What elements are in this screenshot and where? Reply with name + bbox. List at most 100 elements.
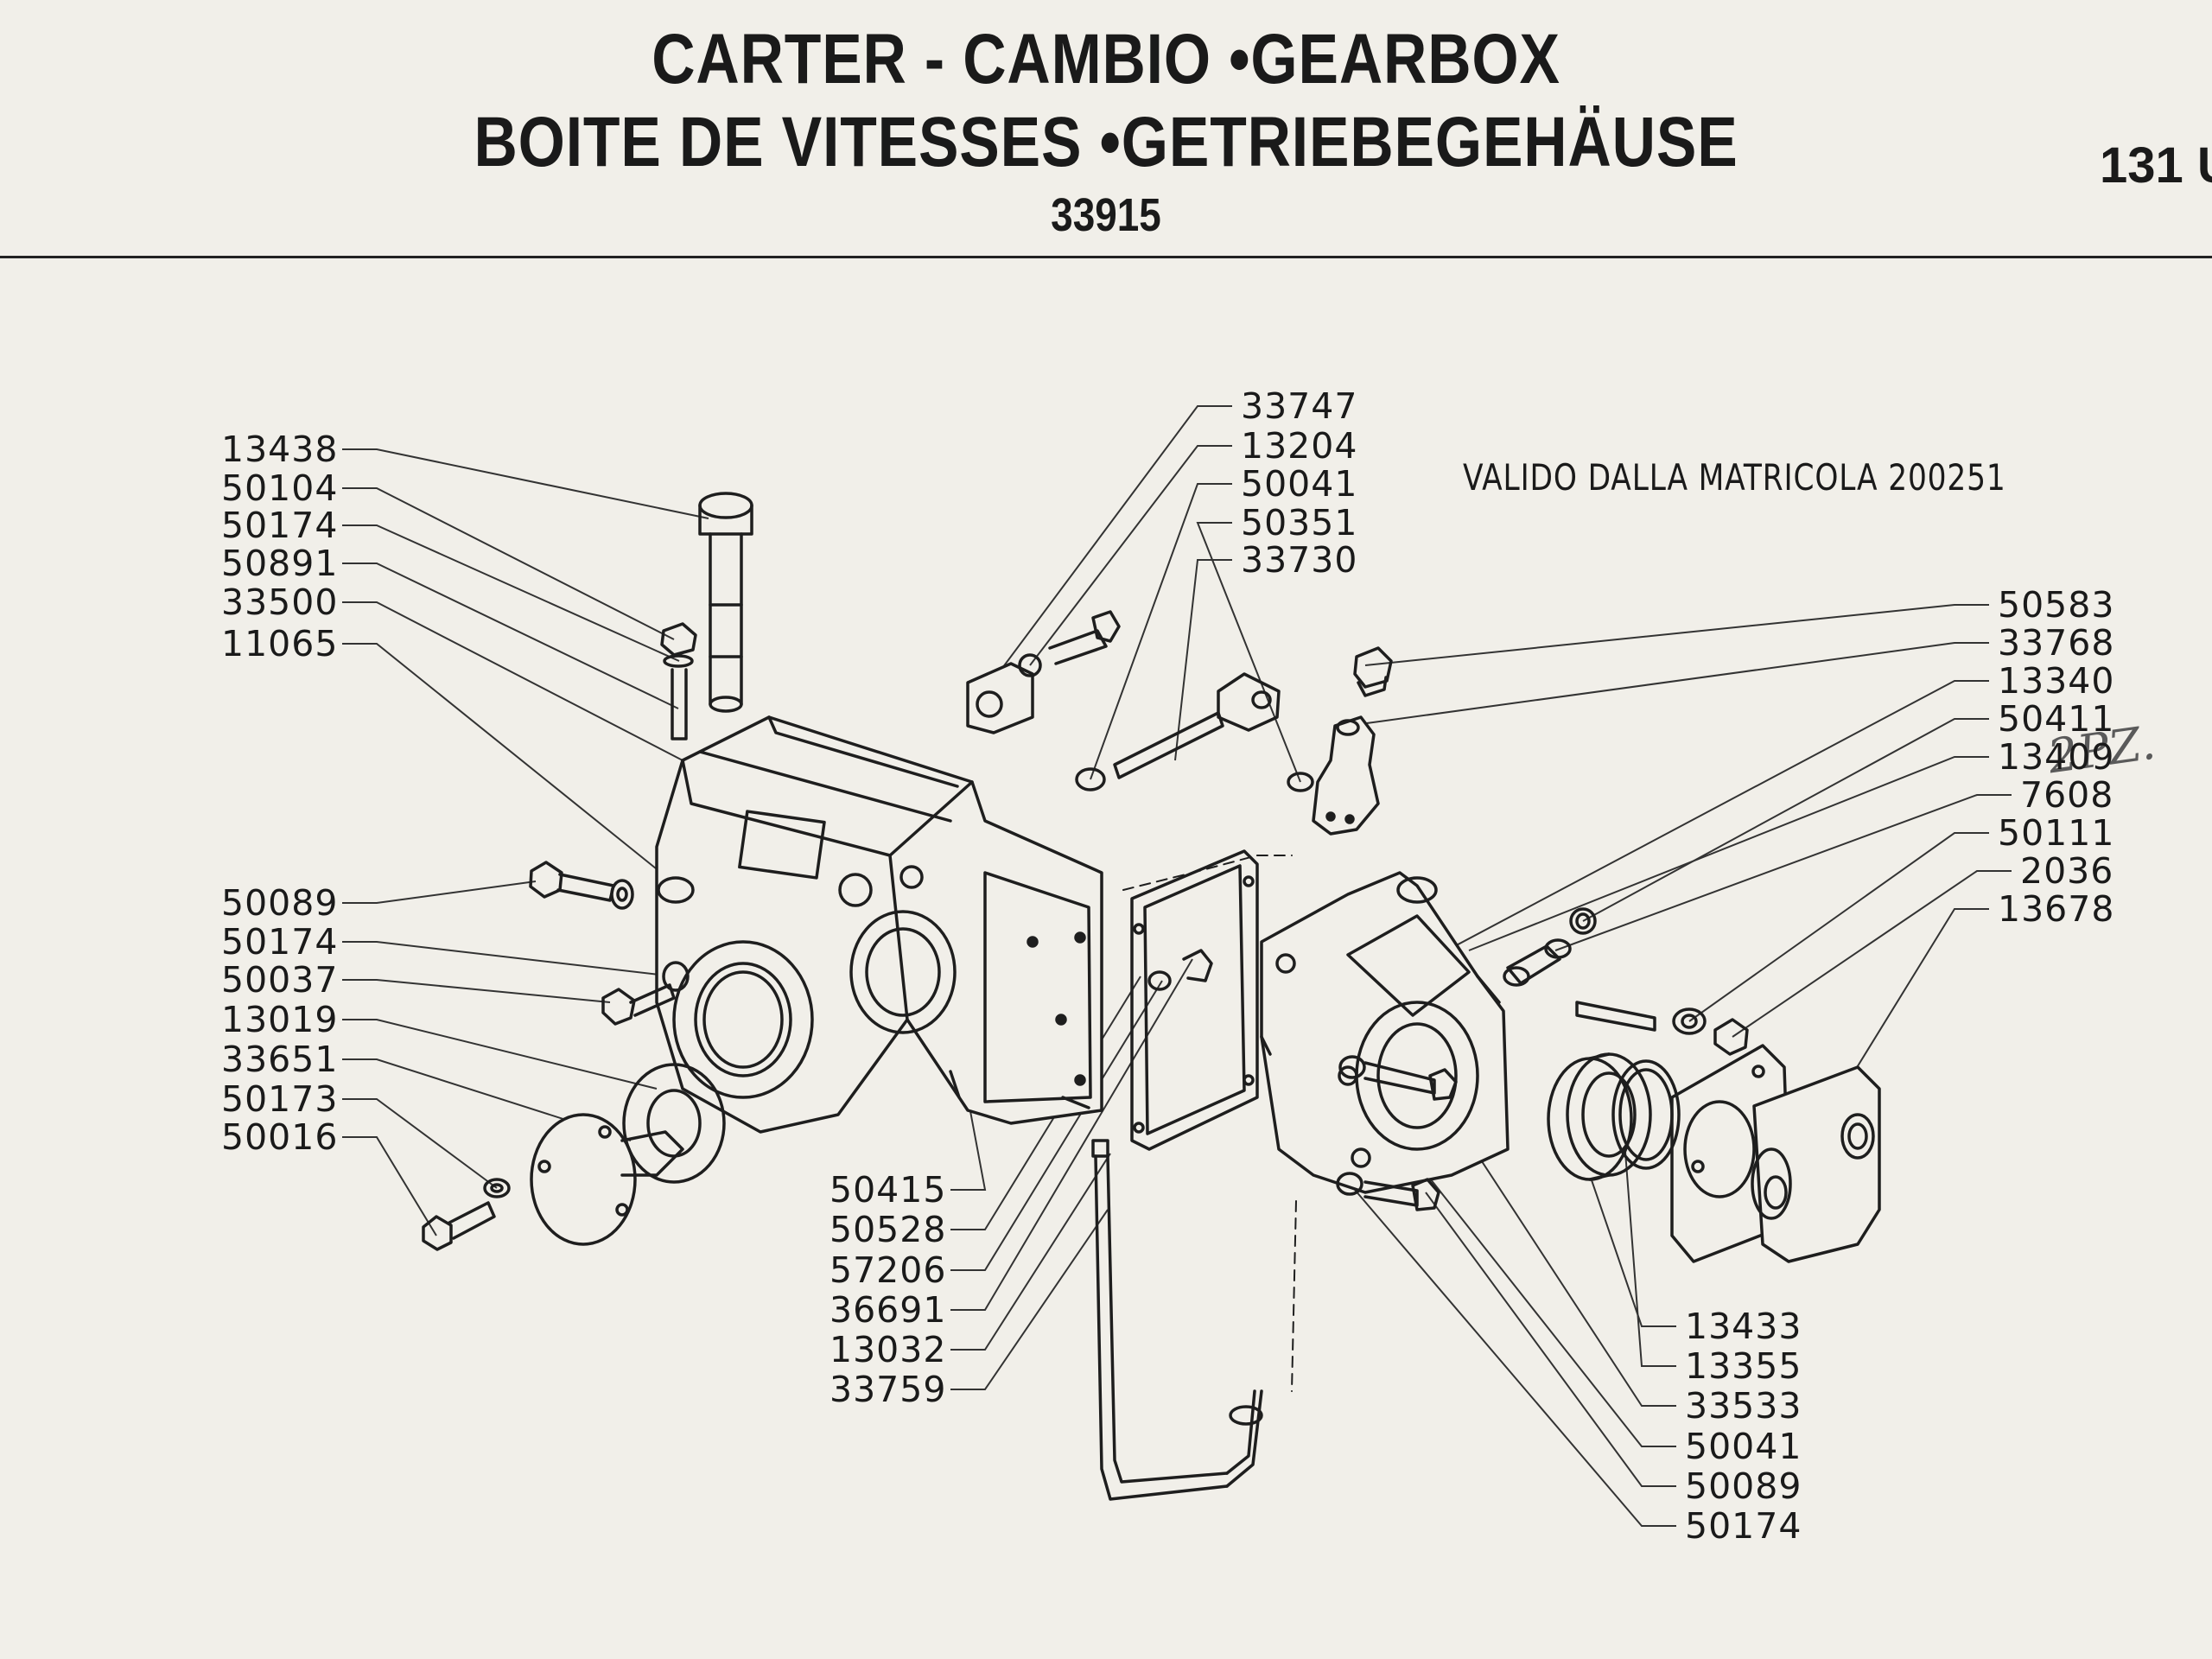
part-label-57206: 57206 (830, 1249, 947, 1291)
leader-line-33651 (342, 1058, 632, 1141)
leader-line-33500 (342, 601, 683, 761)
side-gasket-part (622, 1063, 726, 1184)
validity-note: VALIDO DALLA MATRICOLA 200251 (1463, 456, 2006, 499)
leader-line-13438 (342, 448, 709, 519)
leader-lines (342, 405, 2012, 1527)
left-bolt-part (529, 861, 695, 910)
drawing-code: 33915 (1051, 189, 1161, 241)
part-label-7608: 7608 (2020, 774, 2114, 816)
lever-rod-part (1091, 1139, 1263, 1501)
part-label-13355: 13355 (1685, 1345, 1802, 1387)
part-label-50174: 50174 (221, 505, 339, 546)
leader-line-13409 (1468, 756, 1989, 951)
part-label-50351: 50351 (1241, 502, 1358, 543)
shift-block-part (966, 610, 1121, 734)
leader-line-13340 (1364, 680, 1989, 995)
left-bolt-2-part (601, 961, 690, 1026)
title-line-1: CARTER - CAMBIO •GEARBOX (652, 20, 1560, 99)
leader-line-33730 (1174, 559, 1232, 761)
plug-part (1353, 646, 1393, 697)
rear-cover-part (1751, 1065, 1881, 1263)
part-label-50089: 50089 (221, 882, 339, 924)
part-label-50415: 50415 (830, 1169, 947, 1211)
part-label-50528: 50528 (830, 1209, 947, 1250)
part-label-2036: 2036 (2020, 850, 2114, 892)
leader-line-50891 (342, 563, 679, 709)
leader-line-50089 (342, 880, 537, 904)
part-label-50104: 50104 (221, 467, 339, 509)
leader-line-50111 (1688, 832, 1989, 1022)
leader-line-13678 (1848, 908, 1989, 1081)
shift-rod-part (1075, 672, 1281, 791)
header-divider (0, 256, 2212, 258)
part-label-13433: 13433 (1685, 1306, 1802, 1347)
leader-line-50415 (950, 1096, 987, 1191)
stud-nut-part (660, 622, 697, 741)
part-label-36691: 36691 (830, 1289, 947, 1331)
part-label-50111: 50111 (1998, 812, 2115, 854)
leader-line-13204 (1029, 445, 1232, 666)
long-stud-part (1575, 1001, 1749, 1056)
part-label-13019: 13019 (221, 999, 339, 1040)
rear-bolt-lower-part (1336, 1172, 1440, 1211)
part-label-50174: 50174 (221, 921, 339, 963)
leader-line-50041 (1351, 1079, 1676, 1447)
leader-line-50583 (1364, 604, 1989, 666)
part-label-50041: 50041 (1241, 463, 1358, 505)
part-label-33500: 33500 (221, 582, 339, 623)
part-label-33768: 33768 (1998, 622, 2115, 664)
leader-line-13032 (950, 1153, 1111, 1351)
part-label-33651: 33651 (221, 1039, 339, 1080)
part-label-13678: 13678 (1998, 888, 2115, 930)
part-label-50583: 50583 (1998, 584, 2115, 626)
cover-gasket-part (1130, 849, 1259, 1151)
part-label-50891: 50891 (221, 543, 339, 584)
part-label-13409: 13409 (1998, 736, 2115, 778)
leader-line-50351 (1196, 522, 1301, 783)
leader-line-50173 (342, 1098, 498, 1189)
shift-fork-part (1287, 715, 1380, 836)
leader-line-50041 (1090, 483, 1232, 780)
leader-line-13433 (1589, 1174, 1676, 1327)
part-label-50041: 50041 (1685, 1426, 1802, 1467)
part-label-33759: 33759 (830, 1369, 947, 1410)
leader-line-50104 (342, 487, 675, 640)
leader-line-13019 (342, 1019, 658, 1090)
breather-tube-part (698, 492, 753, 713)
part-label-13438: 13438 (221, 429, 339, 470)
part-label-50089: 50089 (1685, 1465, 1802, 1507)
leader-line-33747 (984, 405, 1232, 692)
center-bolt-part (1147, 949, 1213, 991)
leader-line-33759 (950, 1209, 1109, 1390)
leader-line-50411 (1582, 718, 1989, 922)
part-label-50016: 50016 (221, 1116, 339, 1158)
part-label-11065: 11065 (221, 623, 339, 664)
leader-line-36691 (950, 958, 1193, 1311)
gearbox-parts (422, 492, 1881, 1501)
leader-line-13355 (1624, 1140, 1676, 1367)
pin-part (1503, 907, 1597, 987)
bearing-part (1547, 1052, 1652, 1181)
bottom-left-bolt-part (422, 1178, 511, 1251)
gearbox-housing-part (655, 715, 1103, 1134)
rear-bolt-upper-part (1338, 1055, 1458, 1101)
page-number: 131 U (2100, 137, 2212, 194)
title-line-2: BOITE DE VITESSES •GETRIEBEGEHÄUSE (474, 103, 1738, 181)
part-label-50037: 50037 (221, 959, 339, 1001)
part-label-33730: 33730 (1241, 539, 1358, 581)
leader-line-50037 (342, 979, 611, 1003)
leader-line-50089 (1425, 1192, 1676, 1487)
rear-housing-part (1260, 871, 1510, 1194)
leader-line-33768 (1347, 642, 1989, 727)
part-label-33533: 33533 (1685, 1385, 1802, 1427)
part-label-13204: 13204 (1241, 425, 1358, 467)
leader-line-11065 (342, 643, 683, 891)
leader-line-50016 (342, 1136, 437, 1236)
part-label-50174: 50174 (1685, 1505, 1802, 1547)
leader-line-50174 (1349, 1183, 1676, 1527)
part-label-50411: 50411 (1998, 698, 2115, 740)
leader-line-50174 (342, 524, 680, 662)
leader-line-2036 (1732, 870, 2012, 1038)
part-label-33747: 33747 (1241, 385, 1358, 427)
